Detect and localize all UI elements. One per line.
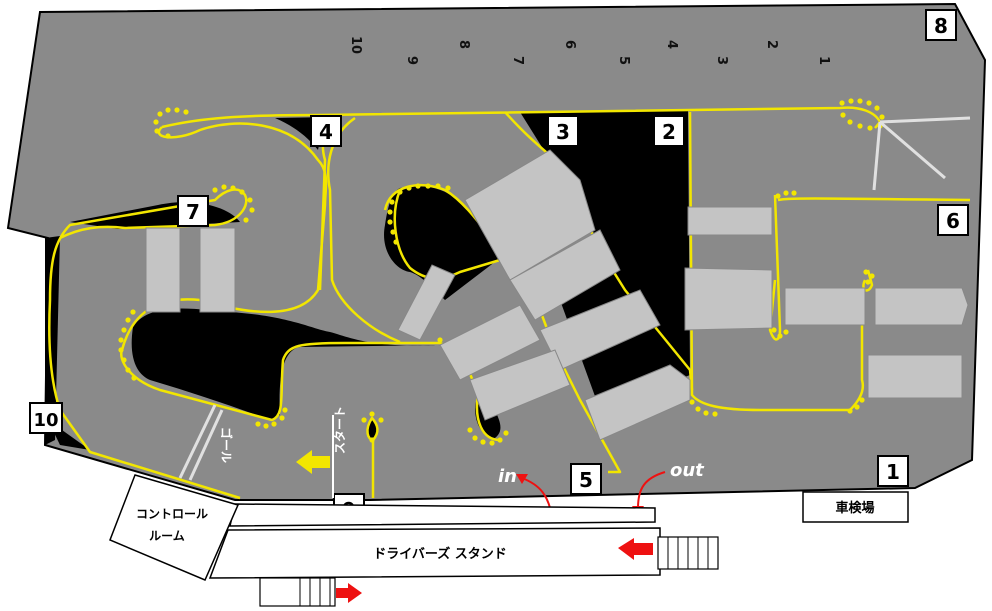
grid-label: 7 [510,56,525,65]
corner-3: 3 [547,115,579,147]
grid-label: 4 [664,40,679,49]
left-edge-strip [45,236,60,445]
grid-label: 2 [764,40,779,49]
ramp-7b [199,227,236,313]
control-room: コントロール ルーム [109,474,240,581]
grid-label: 9 [404,56,419,65]
drivers-stand: ドライバーズ スタンド [208,527,719,579]
ramp-7a [145,227,181,313]
svg-text:車検場: 車検場 [835,500,874,516]
corner-6: 6 [937,204,969,236]
grid-label: 5 [616,56,631,65]
svg-text:ルーム: ルーム [149,529,185,543]
corner-5: 5 [570,463,602,495]
ramp-center-f [584,364,691,441]
exit-arrow-red [336,583,362,603]
ramps [145,149,969,441]
infield-right [520,110,690,410]
corner-1: 1 [877,455,909,487]
ramp-center-e [469,349,571,421]
pit-out-label: out [670,460,705,481]
svg-text:5: 5 [579,468,593,492]
corner-2: 2 [653,115,685,147]
svg-text:ドライバーズ スタンド: ドライバーズ スタンド [373,546,507,562]
svg-text:コントロール: コントロール [136,507,208,521]
svg-text:10: 10 [33,410,58,431]
track-outline [48,106,971,500]
ramp-center-a [464,149,596,281]
pit-building [229,503,656,527]
svg-text:1: 1 [886,460,900,484]
ramp-center-b [509,229,621,321]
stairs-left [259,577,362,607]
svg-text:2: 2 [662,120,676,144]
ramp-right-e [867,354,963,399]
svg-text:8: 8 [934,14,948,38]
pit-in-label: in [498,466,517,487]
starting-grid: 1 2 3 4 5 6 7 8 9 10 [348,36,831,65]
walkways [178,116,971,481]
ramp-right-d [874,287,969,326]
grid-label: 8 [456,40,471,49]
direction-arrow-yellow [296,450,330,474]
ramp-center-c [439,304,541,381]
svg-text:6: 6 [946,209,960,233]
stand-arrow-red [618,538,653,560]
svg-text:4: 4 [319,120,333,144]
svg-text:3: 3 [556,120,570,144]
inspection-building: 車検場 [802,491,909,523]
grid-label: 6 [562,40,577,49]
corner-10: 10 [29,402,63,434]
ramp-right-c [784,287,866,326]
infield-left [131,308,440,420]
corner-4: 4 [310,115,342,147]
start-label: スタート [333,406,347,454]
ramp-right-a [687,206,773,236]
grid-label: 3 [714,56,729,65]
corner-8: 8 [925,9,957,41]
grid-label: 10 [348,36,363,54]
corner-7: 7 [177,195,209,227]
goal-label: ゴール [219,427,234,463]
pit-in-arrowhead [516,474,528,484]
pit-out-arrow [637,471,666,509]
grid-label: 1 [816,56,831,65]
svg-text:7: 7 [186,200,200,224]
ramp-3-small [397,264,456,341]
ramp-right-b [684,267,773,331]
